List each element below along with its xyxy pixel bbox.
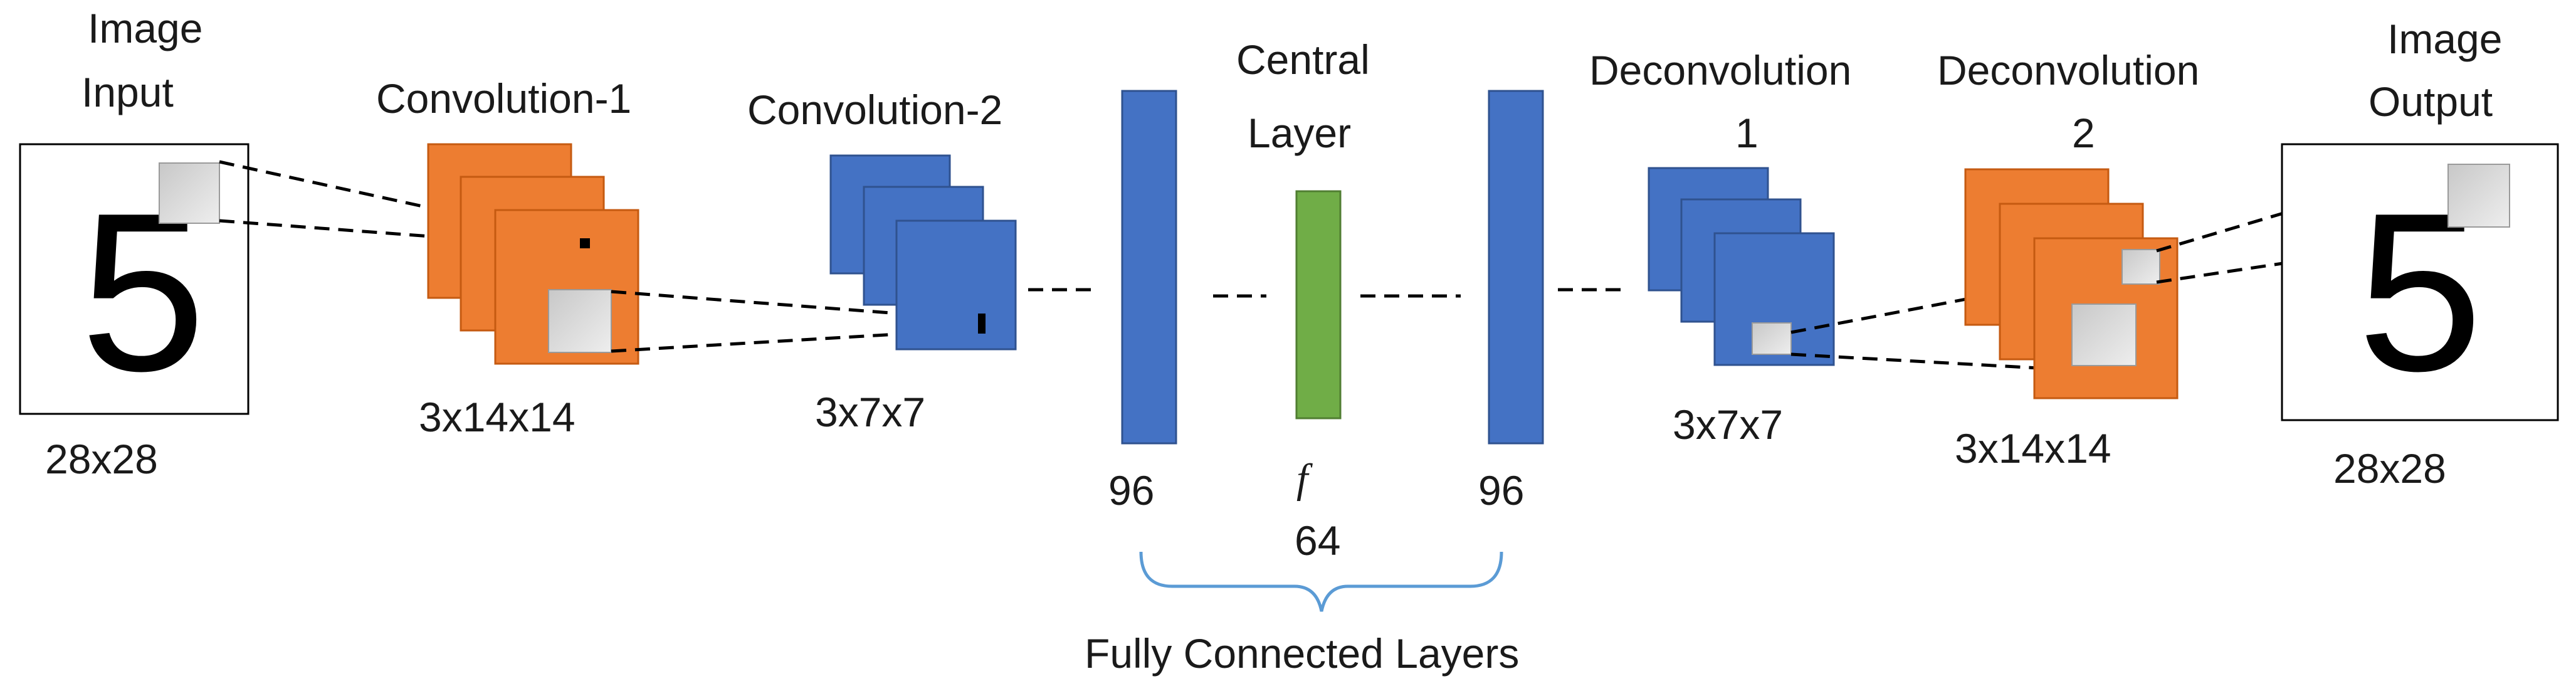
deconv2-small-patch: [2121, 249, 2160, 285]
image-input-block: Image Input 5 28x28: [19, 5, 250, 482]
central-title-line2: Layer: [1248, 110, 1351, 156]
output-receptive-patch: [2447, 164, 2510, 228]
conv1-receptive-patch: [548, 289, 612, 353]
image-output-block: Image Output 5 28x28: [2281, 16, 2559, 492]
conv1-dims-label: 3x14x14: [419, 394, 576, 440]
connector-conv1-to-conv2-top: [611, 290, 982, 322]
conv2-dims-label: 3x7x7: [815, 389, 925, 435]
central-title-line1: Central: [1236, 36, 1370, 83]
deconv2-large-patch: [2071, 303, 2137, 366]
fc1-units-label: 96: [1108, 467, 1154, 514]
fc2-layer-bar: [1488, 90, 1544, 445]
fully-connected-brace: [1139, 551, 1503, 612]
input-title-line2: Input: [81, 69, 174, 115]
central-layer-block: Central Layer f 64: [1236, 36, 1370, 564]
conv2-block: Convolution-2 3x7x7: [747, 87, 1017, 435]
connector-conv1-to-conv2-bottom: [611, 327, 982, 353]
input-receptive-patch: [159, 162, 220, 224]
input-title-line1: Image: [88, 5, 202, 51]
fully-connected-label: Fully Connected Layers: [1085, 630, 1519, 677]
conv1-title: Convolution-1: [376, 75, 631, 122]
deconv1-title-line2: 1: [1735, 110, 1759, 156]
deconv1-block: Deconvolution 1 3x7x7: [1589, 47, 1851, 448]
output-image-frame: [2281, 143, 2559, 421]
deconv1-title-line1: Deconvolution: [1589, 47, 1851, 93]
conv2-feature-map-3: [895, 219, 1017, 351]
connector-deconv1-to-deconv2-bottom: [1790, 352, 2129, 375]
central-function-symbol: f: [1296, 456, 1313, 502]
output-title-line2: Output: [2368, 78, 2493, 125]
output-size-label: 28x28: [2333, 445, 2446, 492]
deconv1-receptive-patch: [1752, 322, 1792, 355]
deconv1-dims-label: 3x7x7: [1673, 401, 1783, 448]
fc2-units-label: 96: [1478, 467, 1524, 514]
deconv2-title-line2: 2: [2072, 110, 2095, 156]
central-layer-bar: [1295, 190, 1342, 420]
conv1-kernel-marker: [580, 238, 590, 248]
central-units-label: 64: [1295, 517, 1340, 564]
conv2-kernel-marker: [978, 314, 986, 334]
conv2-title: Convolution-2: [747, 87, 1002, 133]
connector-input-to-conv1-bottom: [219, 219, 584, 250]
deconv2-block: Deconvolution 2 3x14x14: [1937, 47, 2199, 472]
output-title-line1: Image: [2387, 16, 2502, 62]
deconv2-dims-label: 3x14x14: [1955, 425, 2111, 472]
input-size-label: 28x28: [45, 436, 158, 482]
conv1-block: Convolution-1 3x14x14: [376, 75, 639, 440]
fc1-layer-bar: [1121, 90, 1177, 445]
deconv2-title-line1: Deconvolution: [1937, 47, 2199, 93]
